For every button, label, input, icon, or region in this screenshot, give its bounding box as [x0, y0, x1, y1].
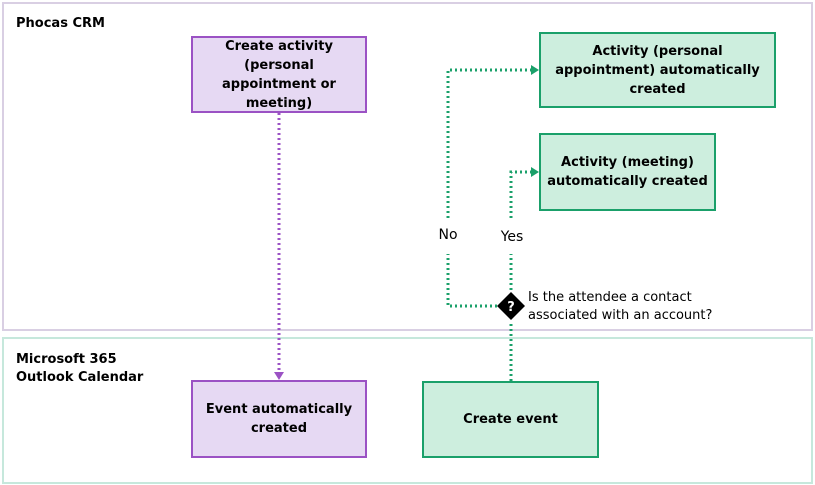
- create-activity-node: Create activity (personal appointment or…: [191, 36, 367, 113]
- lane-title-phocas-crm: Phocas CRM: [16, 16, 105, 31]
- lane-outlook-calendar: Microsoft 365 Outlook Calendar: [2, 337, 813, 484]
- connector-decision-no: [446, 65, 539, 308]
- create-activity-label: Create activity (personal appointment or…: [222, 38, 336, 111]
- diamond-icon: [497, 292, 525, 320]
- lane-title-outlook-calendar: Microsoft 365 Outlook Calendar: [16, 352, 144, 385]
- event-automatically-created-node: Event automatically created: [191, 380, 367, 458]
- activity-meeting-node: Activity (meeting) automatically created: [539, 133, 716, 211]
- connector-decision-yes: [509, 167, 539, 290]
- event-automatically-created-label: Event automatically created: [205, 402, 353, 436]
- create-event-node: Create event: [422, 381, 599, 458]
- decision-yes-label: Yes: [497, 228, 527, 246]
- activity-personal-appointment-node: Activity (personal appointment) automati…: [539, 32, 776, 108]
- decision-symbol: ?: [507, 300, 515, 315]
- create-event-label: Create event: [463, 412, 558, 427]
- connector-create-activity-to-event: [274, 113, 284, 380]
- decision-question: Is the attendee a contact associated wit…: [528, 290, 713, 323]
- decision-diamond: ?: [497, 292, 525, 320]
- decision-no-label: No: [435, 226, 461, 244]
- activity-meeting-label: Activity (meeting) automatically created: [547, 155, 708, 189]
- activity-personal-appointment-label: Activity (personal appointment) automati…: [555, 43, 760, 97]
